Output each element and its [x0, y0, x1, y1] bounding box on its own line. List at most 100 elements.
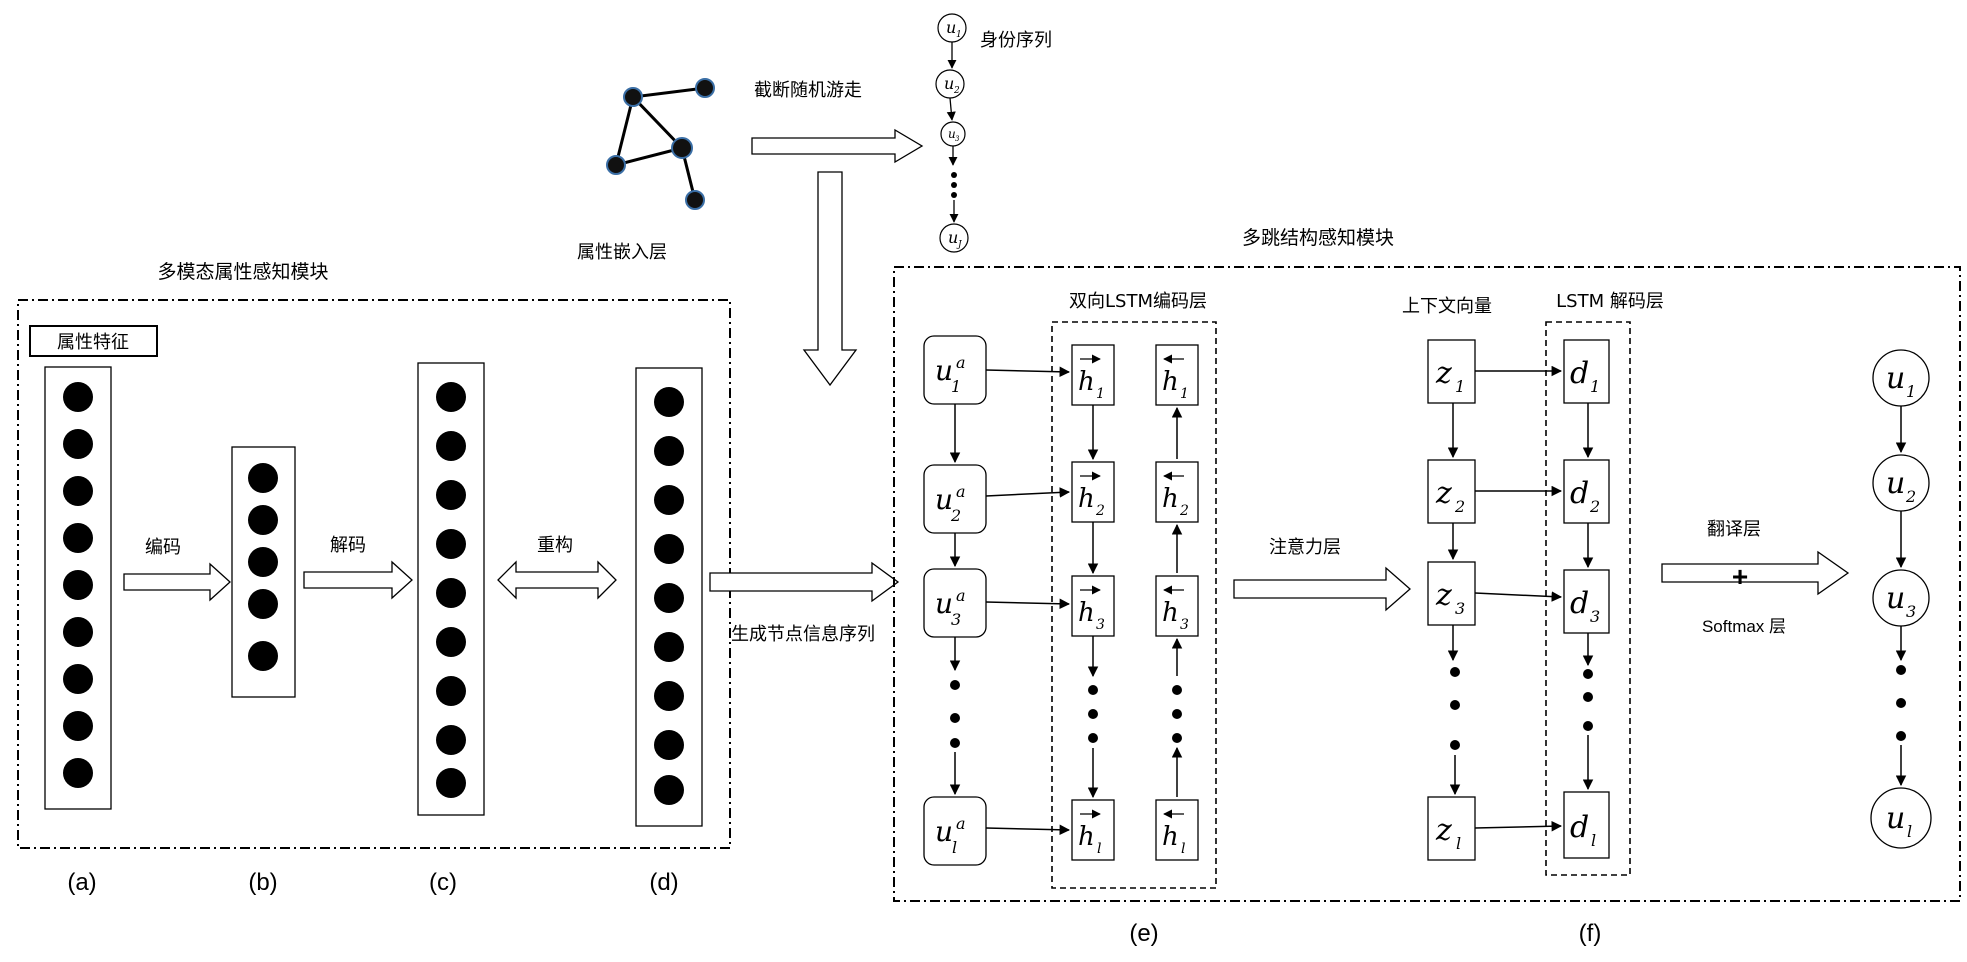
- svg-text:2: 2: [1095, 503, 1105, 519]
- lstm-decoder-box: [1545, 321, 1631, 876]
- svg-text:z: z: [1435, 476, 1452, 511]
- decode-label: 解码: [330, 535, 366, 556]
- panel-label-b: (b): [248, 869, 277, 896]
- svg-text:u: u: [935, 483, 953, 516]
- decoder-node-d2: [1563, 459, 1610, 524]
- svg-text:3: 3: [1590, 607, 1600, 626]
- reconstruct-label: 重构: [537, 535, 573, 556]
- svg-text:3: 3: [955, 135, 960, 143]
- svg-text:1: 1: [1455, 377, 1465, 396]
- svg-text:2: 2: [1905, 487, 1916, 506]
- input-node-ula: [923, 796, 987, 866]
- svg-text:u: u: [944, 74, 954, 93]
- backward-state-h2: [1155, 461, 1199, 523]
- graph-node: [623, 87, 643, 107]
- generate-sequence-arrow: [709, 561, 900, 603]
- svg-text:l: l: [1591, 831, 1596, 850]
- svg-text:3: 3: [1096, 617, 1105, 633]
- svg-text:h: h: [1078, 822, 1095, 852]
- svg-text:1: 1: [1906, 382, 1916, 401]
- translation-label: 翻译层: [1707, 519, 1761, 540]
- svg-text:2: 2: [1454, 497, 1465, 516]
- svg-text:l: l: [1456, 834, 1461, 853]
- layer-a-neurons: [63, 382, 93, 788]
- svg-text:a: a: [956, 586, 966, 605]
- lstm-decoder-label: LSTM 解码层: [1556, 291, 1664, 312]
- svg-text:1: 1: [1180, 386, 1189, 402]
- svg-text:1: 1: [951, 377, 961, 396]
- panel-label-c: (c): [429, 869, 457, 896]
- generate-sequence-label: 生成节点信息序列: [731, 624, 875, 645]
- random-walk-arrow: [751, 128, 924, 164]
- svg-text:u: u: [948, 228, 958, 247]
- context-vector-label: 上下文向量: [1402, 296, 1492, 317]
- svg-text:h: h: [1162, 484, 1179, 514]
- layer-d-neurons: [654, 387, 684, 805]
- svg-text:2: 2: [1589, 497, 1600, 516]
- svg-text:d: d: [1570, 810, 1589, 845]
- plus-sign: +: [1732, 561, 1748, 592]
- attribute-feature-box: [29, 325, 158, 357]
- svg-text:h: h: [1078, 484, 1095, 514]
- svg-text:l: l: [1181, 841, 1185, 857]
- graph-node: [695, 78, 715, 98]
- attribute-graph: [606, 78, 715, 210]
- svg-text:1: 1: [1096, 386, 1105, 402]
- svg-text:u: u: [1886, 581, 1905, 616]
- output-node-ul: [1870, 787, 1932, 849]
- panel-label-f: (f): [1579, 920, 1602, 947]
- svg-text:u: u: [1886, 361, 1905, 396]
- graph-node: [685, 190, 705, 210]
- decoder-node-dl: [1563, 791, 1610, 859]
- svg-text:z: z: [1435, 356, 1452, 391]
- svg-text:J: J: [956, 240, 963, 250]
- layer-b-neurons: [248, 463, 278, 671]
- attention-label: 注意力层: [1269, 537, 1341, 558]
- panel-label-e: (e): [1129, 920, 1158, 947]
- forward-state-hl: [1071, 799, 1115, 861]
- encode-label: 编码: [145, 537, 181, 558]
- svg-text:3: 3: [1455, 599, 1465, 618]
- svg-text:1: 1: [1590, 377, 1600, 396]
- svg-text:u: u: [946, 18, 956, 37]
- svg-text:z: z: [1435, 813, 1452, 848]
- svg-text:u: u: [935, 354, 953, 387]
- svg-text:3: 3: [951, 610, 961, 629]
- decoder-node-d3: [1563, 569, 1610, 634]
- backward-state-h3: [1155, 575, 1199, 637]
- svg-text:z: z: [1435, 578, 1452, 613]
- svg-text:l: l: [1097, 841, 1101, 857]
- context-node-z1: [1427, 339, 1476, 404]
- svg-text:u: u: [1886, 801, 1905, 836]
- svg-text:2: 2: [1179, 503, 1189, 519]
- multihop-module-box: [893, 266, 1961, 902]
- svg-text:u: u: [948, 127, 956, 141]
- svg-text:d: d: [1570, 356, 1589, 391]
- svg-text:1: 1: [956, 30, 962, 40]
- svg-text:d: d: [1570, 476, 1589, 511]
- svg-text:3: 3: [1180, 617, 1189, 633]
- svg-text:2: 2: [950, 506, 961, 525]
- panel-label-d: (d): [649, 869, 678, 896]
- panel-label-a: (a): [67, 869, 96, 896]
- reconstruct-arrow: [497, 560, 617, 600]
- svg-text:a: a: [956, 814, 966, 833]
- backward-state-hl: [1155, 799, 1199, 861]
- decoder-node-d1: [1563, 339, 1610, 404]
- svg-text:h: h: [1162, 598, 1179, 628]
- context-node-z2: [1427, 459, 1476, 524]
- svg-text:h: h: [1162, 367, 1179, 397]
- svg-text:h: h: [1078, 367, 1095, 397]
- svg-text:3: 3: [1906, 602, 1916, 621]
- backward-state-h1: [1155, 344, 1199, 406]
- decode-arrow: [303, 560, 413, 600]
- context-node-z3: [1427, 561, 1476, 626]
- graph-node: [606, 155, 626, 175]
